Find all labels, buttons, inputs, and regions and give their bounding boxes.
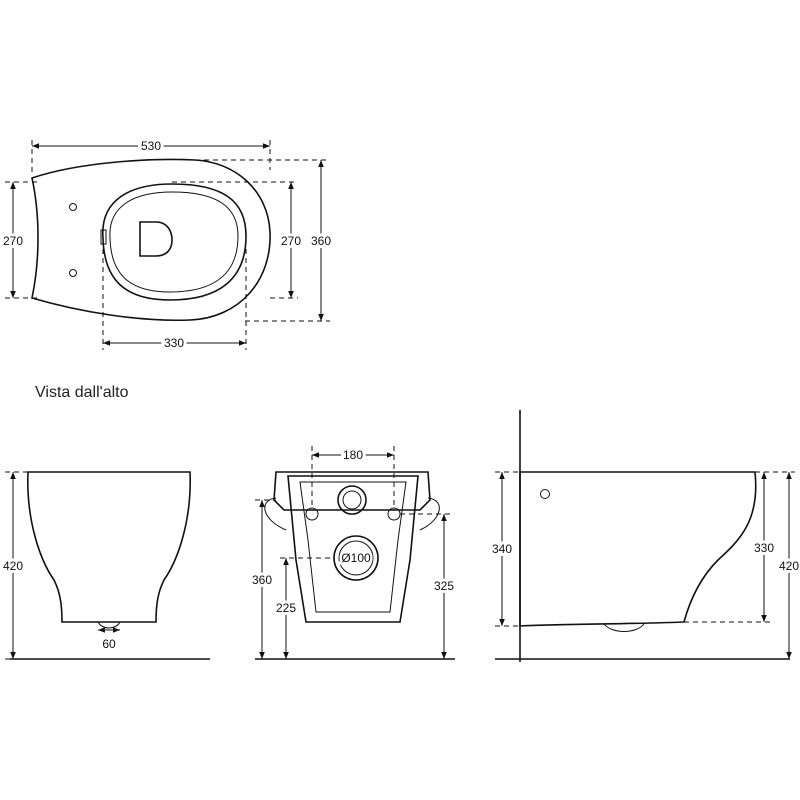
top-view-outline bbox=[31, 158, 271, 322]
top-bowl-width-label: 330 bbox=[164, 336, 184, 350]
front-view-outline bbox=[27, 471, 191, 623]
side-left-height-label: 340 bbox=[492, 542, 512, 556]
top-view-bowl-outer bbox=[102, 183, 247, 301]
front-base-width-label: 60 bbox=[102, 637, 116, 651]
rear-height-left-label: 360 bbox=[252, 573, 272, 587]
side-view-outline bbox=[519, 471, 757, 627]
rear-height-right-label: 325 bbox=[434, 579, 454, 593]
caption: Vista dall'alto bbox=[35, 384, 129, 401]
rear-bolt-spacing-label: 180 bbox=[343, 448, 363, 462]
top-view: 530 270 270 360 330 bbox=[0, 136, 334, 353]
top-left-height-label: 270 bbox=[3, 234, 23, 248]
rear-view-body bbox=[287, 475, 419, 623]
top-view-hole-upper bbox=[69, 203, 77, 211]
side-total-height-label: 420 bbox=[779, 559, 799, 573]
top-view-hole-lower bbox=[69, 269, 77, 277]
top-view-drain bbox=[139, 221, 173, 257]
rear-drain-diameter-label: Ø100 bbox=[341, 551, 371, 565]
rear-drain-height-label: 225 bbox=[276, 601, 296, 615]
side-view: 340 330 420 bbox=[489, 410, 800, 662]
rear-view: Ø100 180 360 225 325 bbox=[249, 445, 457, 660]
rear-view-drain bbox=[333, 535, 379, 581]
top-total-height-label: 360 bbox=[311, 234, 331, 248]
rear-view-bolt-left bbox=[305, 507, 319, 521]
top-view-bowl-inner bbox=[109, 191, 239, 293]
top-bowl-height-label: 270 bbox=[281, 234, 301, 248]
rear-view-inlet bbox=[337, 485, 367, 515]
front-height-label: 420 bbox=[3, 559, 23, 573]
side-inner-height-label: 330 bbox=[754, 541, 774, 555]
side-view-hole bbox=[540, 489, 550, 499]
front-view: 420 60 bbox=[0, 471, 210, 660]
top-width-label: 530 bbox=[141, 139, 161, 153]
